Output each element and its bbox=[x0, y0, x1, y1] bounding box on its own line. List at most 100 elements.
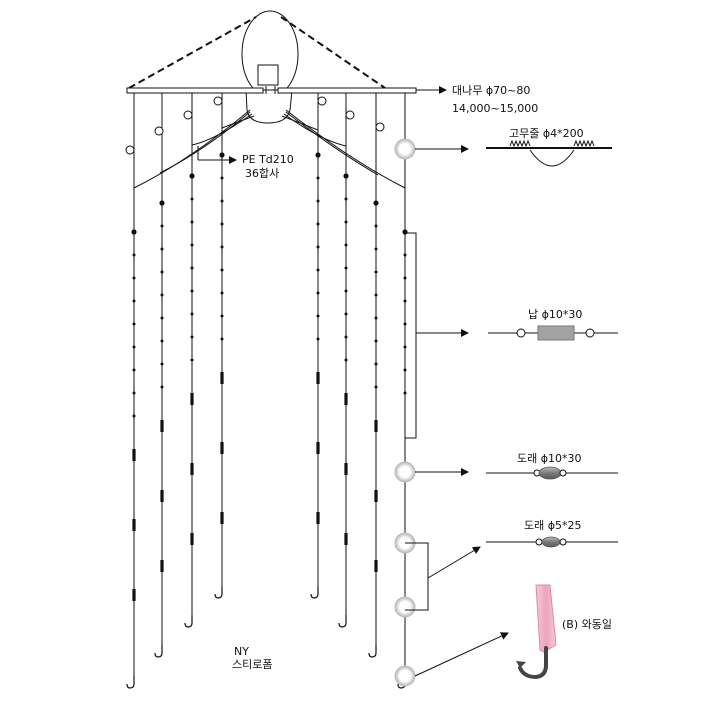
pe-fan-lines bbox=[133, 109, 406, 189]
line-2-bead bbox=[160, 247, 164, 251]
line-4-bead bbox=[220, 176, 224, 180]
hook-4 bbox=[214, 586, 223, 599]
hook-3 bbox=[184, 615, 193, 628]
bait-hook bbox=[518, 646, 548, 680]
line-7-bead bbox=[374, 247, 378, 251]
line-5-bead bbox=[316, 291, 320, 295]
line-2-bead bbox=[160, 362, 164, 366]
line-5-bead bbox=[316, 199, 320, 203]
line-3-bead bbox=[190, 243, 194, 247]
line-1-bead bbox=[132, 368, 136, 372]
label-styrofoam: 스티로폼 bbox=[232, 658, 272, 671]
line-1-knot bbox=[131, 229, 137, 235]
line-2-bead bbox=[160, 385, 164, 389]
line-6-weight bbox=[344, 463, 348, 475]
hook-5 bbox=[310, 586, 319, 599]
line-6-bead bbox=[344, 289, 348, 293]
line-4-bead bbox=[220, 268, 224, 272]
top-loops bbox=[125, 96, 385, 155]
line-4-bead bbox=[220, 337, 224, 341]
bait-tube bbox=[535, 584, 557, 653]
line-7-bead bbox=[374, 385, 378, 389]
line-7-bead bbox=[374, 270, 378, 274]
line-4-bead bbox=[220, 222, 224, 226]
line-7-weight bbox=[374, 420, 378, 432]
label-bait: (B) 와동일 bbox=[562, 617, 612, 631]
line-8-bead bbox=[403, 276, 407, 280]
branch-lines bbox=[133, 93, 406, 676]
line-1-bead bbox=[132, 345, 136, 349]
line-1-weight bbox=[132, 589, 136, 601]
line-6-bead bbox=[344, 220, 348, 224]
line-4-bead bbox=[220, 291, 224, 295]
hook-7 bbox=[368, 645, 377, 658]
line-1-bead bbox=[132, 322, 136, 326]
hook-1 bbox=[126, 676, 135, 689]
line-8-bead bbox=[403, 345, 407, 349]
line-2-bead bbox=[160, 316, 164, 320]
line-5-weight bbox=[316, 512, 320, 524]
line-3-bead bbox=[190, 266, 194, 270]
line-2-bead bbox=[160, 270, 164, 274]
label-pe: PE Td210 bbox=[242, 153, 294, 166]
label-swivel-large: 도래 ϕ10*30 bbox=[517, 452, 582, 465]
line-7-bead bbox=[374, 293, 378, 297]
line-4-bead bbox=[220, 314, 224, 318]
line-3-weight bbox=[190, 533, 194, 545]
swivel-small bbox=[541, 536, 561, 548]
line-1-bead bbox=[132, 253, 136, 257]
dashed-rigging bbox=[128, 16, 386, 89]
line-6-weight bbox=[344, 533, 348, 545]
label-swivel-small: 도래 ϕ5*25 bbox=[524, 519, 582, 532]
line-1-weight bbox=[132, 519, 136, 531]
line-2-knot bbox=[159, 200, 165, 206]
swivel-large bbox=[538, 466, 562, 480]
line-5-weight bbox=[316, 442, 320, 454]
line-6-bead bbox=[344, 358, 348, 362]
line-1-weight bbox=[132, 449, 136, 461]
line-5-weight bbox=[316, 372, 320, 384]
label-ny: NY bbox=[234, 645, 249, 658]
lead-weight-detail bbox=[488, 325, 618, 341]
line-8-bead bbox=[403, 322, 407, 326]
line-2-bead bbox=[160, 224, 164, 228]
line-5-bead bbox=[316, 176, 320, 180]
line-1-bead bbox=[132, 414, 136, 418]
bamboo-pole bbox=[126, 86, 447, 94]
lead-bracket bbox=[405, 232, 417, 439]
line-7-knot bbox=[373, 200, 379, 206]
line-5-bead bbox=[316, 268, 320, 272]
cabin-box bbox=[257, 64, 279, 86]
line-3-bead bbox=[190, 312, 194, 316]
label-bamboo: 대나무 ϕ70~80 bbox=[452, 84, 530, 97]
line-2-weight bbox=[160, 420, 164, 432]
line-6-bead bbox=[344, 312, 348, 316]
line-7-weight bbox=[374, 560, 378, 572]
line-8-bead bbox=[403, 391, 407, 395]
boat-body bbox=[241, 10, 299, 124]
line-2-bead bbox=[160, 293, 164, 297]
arrow-bait bbox=[414, 632, 509, 677]
line-5-bead bbox=[316, 245, 320, 249]
label-bamboo-length: 14,000~15,000 bbox=[452, 102, 538, 115]
arrow-swivel-small bbox=[427, 546, 481, 579]
line-4-weight bbox=[220, 372, 224, 384]
line-6-bead bbox=[344, 266, 348, 270]
line-6-weight bbox=[344, 393, 348, 405]
line-3-bead bbox=[190, 197, 194, 201]
line-8-knot bbox=[402, 229, 408, 235]
line-3-weight bbox=[190, 463, 194, 475]
hook-2 bbox=[154, 645, 163, 658]
label-pe-ply: 36합사 bbox=[245, 167, 279, 180]
line-8-bead bbox=[403, 299, 407, 303]
label-lead: 납 ϕ10*30 bbox=[528, 308, 582, 321]
line-4-weight bbox=[220, 512, 224, 524]
line-7-bead bbox=[374, 224, 378, 228]
swivel-large-detail bbox=[486, 466, 618, 480]
line-8-bead bbox=[403, 253, 407, 257]
line-5-knot bbox=[315, 152, 321, 158]
detail-rings bbox=[394, 138, 416, 687]
line-7-bead bbox=[374, 339, 378, 343]
